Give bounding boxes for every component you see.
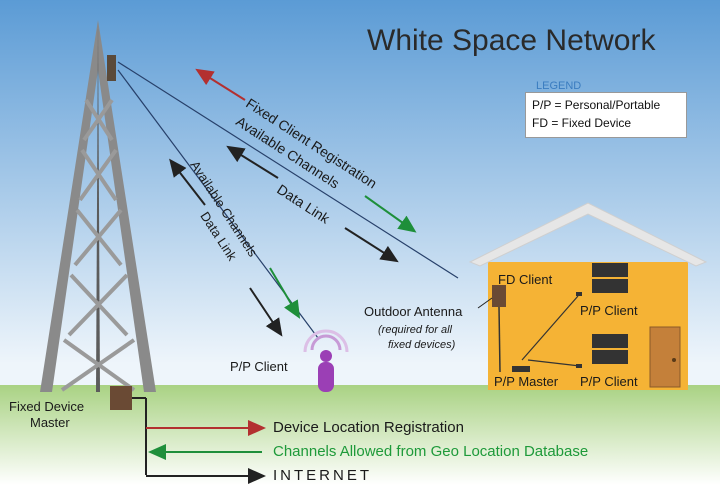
beam-to-house	[117, 61, 459, 279]
house	[468, 202, 708, 390]
fixed-device-master-box	[110, 386, 132, 410]
arrow-fixed-registration	[195, 68, 246, 101]
house-door	[649, 326, 681, 388]
flow-label-registration: Device Location Registration	[273, 419, 464, 436]
flow-label-channels: Channels Allowed from Geo Location Datab…	[273, 443, 589, 460]
legend-heading: LEGEND	[536, 80, 582, 92]
legend-item-fd: FD = Fixed Device	[532, 116, 632, 130]
label-outdoor-note-1: (required for all	[378, 324, 452, 336]
fd-client-device	[492, 285, 506, 307]
arrow-pp-datalink-up	[169, 158, 206, 206]
arrow-pp-datalink-down	[249, 287, 283, 337]
legend-item-pp: P/P = Personal/Portable	[532, 98, 661, 112]
label-pp-client-lower: P/P Client	[580, 374, 638, 389]
flow-label-internet: INTERNET	[273, 467, 372, 484]
arrow-pp-channels	[269, 267, 301, 319]
label-fd-client: FD Client	[498, 272, 553, 287]
label-pp-client-left: P/P Client	[230, 359, 288, 374]
arrow-fixed-channels	[364, 195, 417, 233]
label-pp-client-upper: P/P Client	[580, 303, 638, 318]
tower	[40, 20, 156, 392]
label-outdoor-antenna: Outdoor Antenna	[364, 304, 463, 319]
tower-antenna	[107, 55, 116, 81]
label-pp-master: P/P Master	[494, 374, 559, 389]
arrow-fixed-datalink-right	[344, 227, 399, 263]
label-master: Master	[30, 415, 70, 430]
label-outdoor-note-2: fixed devices)	[388, 339, 456, 351]
outdoor-antenna-pointer	[477, 297, 493, 309]
legend-box: P/P = Personal/Portable FD = Fixed Devic…	[525, 92, 687, 138]
pp-client-device	[303, 329, 349, 392]
arrow-fixed-datalink-left	[226, 145, 279, 179]
pp-master-device	[512, 366, 530, 372]
label-fixed-device: Fixed Device	[9, 399, 85, 414]
diagram-title: White Space Network	[367, 24, 656, 57]
